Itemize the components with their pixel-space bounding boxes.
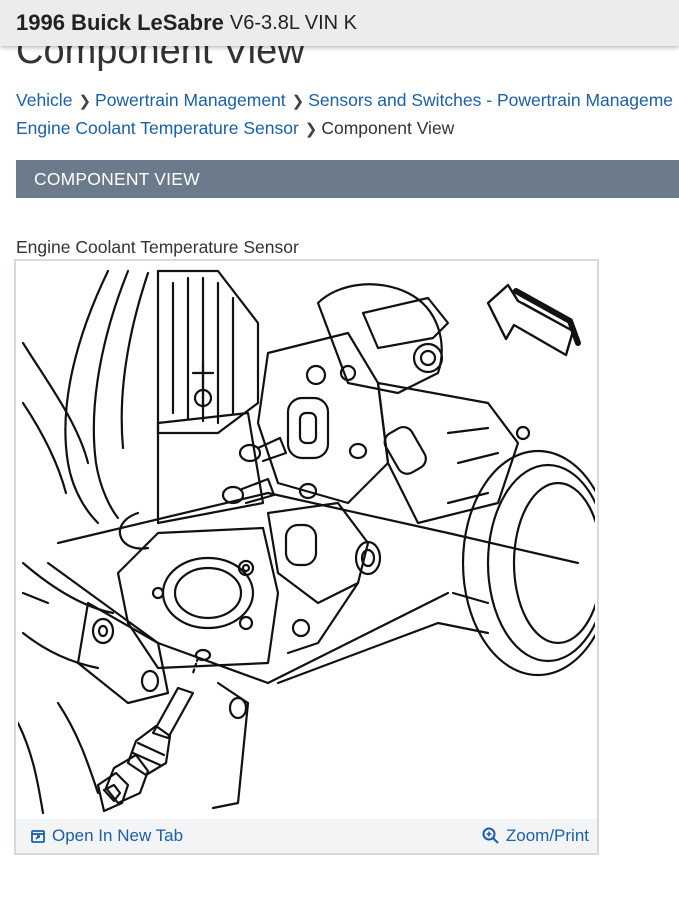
zoom-print-link[interactable]: Zoom/Print [482, 826, 589, 846]
section-title: COMPONENT VIEW [34, 168, 200, 189]
engine-spec: V6-3.8L VIN K [229, 11, 358, 34]
breadcrumb-sensors[interactable]: Sensors and Switches - Powertrain Manage… [308, 90, 674, 110]
chevron-right-icon: ❯ [291, 93, 305, 110]
zoom-icon [482, 827, 499, 844]
engine-coolant-sensor-diagram[interactable] [18, 263, 595, 818]
section-header: COMPONENT VIEW [16, 160, 679, 198]
breadcrumb-vehicle[interactable]: Vehicle [16, 90, 73, 110]
chevron-right-icon: ❯ [304, 121, 318, 138]
open-new-tab-link[interactable]: Open In New Tab [30, 826, 183, 846]
breadcrumb-current: Component View [321, 118, 455, 138]
open-new-tab-icon [31, 830, 45, 843]
breadcrumb-powertrain[interactable]: Powertrain Management [95, 90, 286, 110]
breadcrumb-row-2: Engine Coolant Temperature Sensor ❯Compon… [16, 118, 454, 139]
figure-actions: Open In New Tab Zoom/Print [16, 819, 597, 853]
figure-container: Open In New Tab Zoom/Print [14, 259, 599, 855]
vehicle-name: 1996 Buick LeSabre [16, 10, 224, 35]
zoom-print-label: Zoom/Print [505, 826, 589, 845]
breadcrumb: Vehicle❯Powertrain Management❯Sensors an… [16, 90, 673, 111]
chevron-right-icon: ❯ [78, 93, 92, 110]
breadcrumb-ect-sensor[interactable]: Engine Coolant Temperature Sensor [16, 118, 299, 138]
vehicle-header: 1996 Buick LeSabre V6-3.8L VIN K [0, 0, 679, 46]
open-new-tab-label: Open In New Tab [52, 826, 184, 845]
figure-caption: Engine Coolant Temperature Sensor [16, 237, 299, 257]
